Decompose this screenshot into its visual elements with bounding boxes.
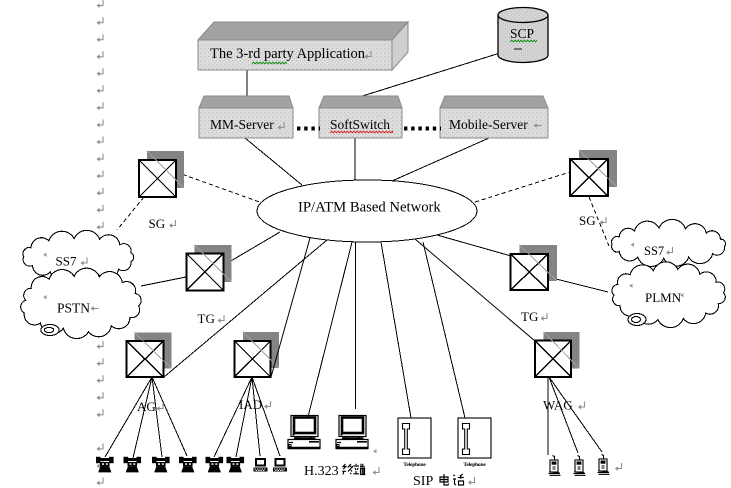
svg-text:PSTN: PSTN bbox=[57, 301, 90, 316]
svg-text:WAG: WAG bbox=[543, 398, 573, 413]
svg-text:PLMN: PLMN bbox=[645, 290, 682, 305]
svg-text:SS7: SS7 bbox=[644, 244, 664, 258]
svg-text:TG: TG bbox=[521, 309, 538, 324]
svg-text:IP/ATM Based Network: IP/ATM Based Network bbox=[298, 200, 441, 216]
svg-text:SCP: SCP bbox=[510, 26, 534, 41]
svg-text:MM-Server: MM-Server bbox=[210, 117, 274, 132]
svg-text:TG: TG bbox=[198, 311, 215, 326]
svg-text:SoftSwitch: SoftSwitch bbox=[330, 117, 390, 132]
svg-text:The 3-rd party Application: The 3-rd party Application bbox=[210, 46, 366, 62]
svg-text:Mobile-Server: Mobile-Server bbox=[449, 117, 528, 132]
svg-text:IAD: IAD bbox=[239, 397, 262, 412]
svg-text:SG: SG bbox=[579, 213, 596, 228]
svg-text:AG: AG bbox=[137, 399, 156, 414]
svg-text:SIP: SIP bbox=[413, 474, 433, 488]
svg-text:H.323: H.323 bbox=[304, 464, 339, 479]
svg-text:SS7: SS7 bbox=[56, 254, 77, 269]
svg-text:SG: SG bbox=[149, 216, 166, 231]
